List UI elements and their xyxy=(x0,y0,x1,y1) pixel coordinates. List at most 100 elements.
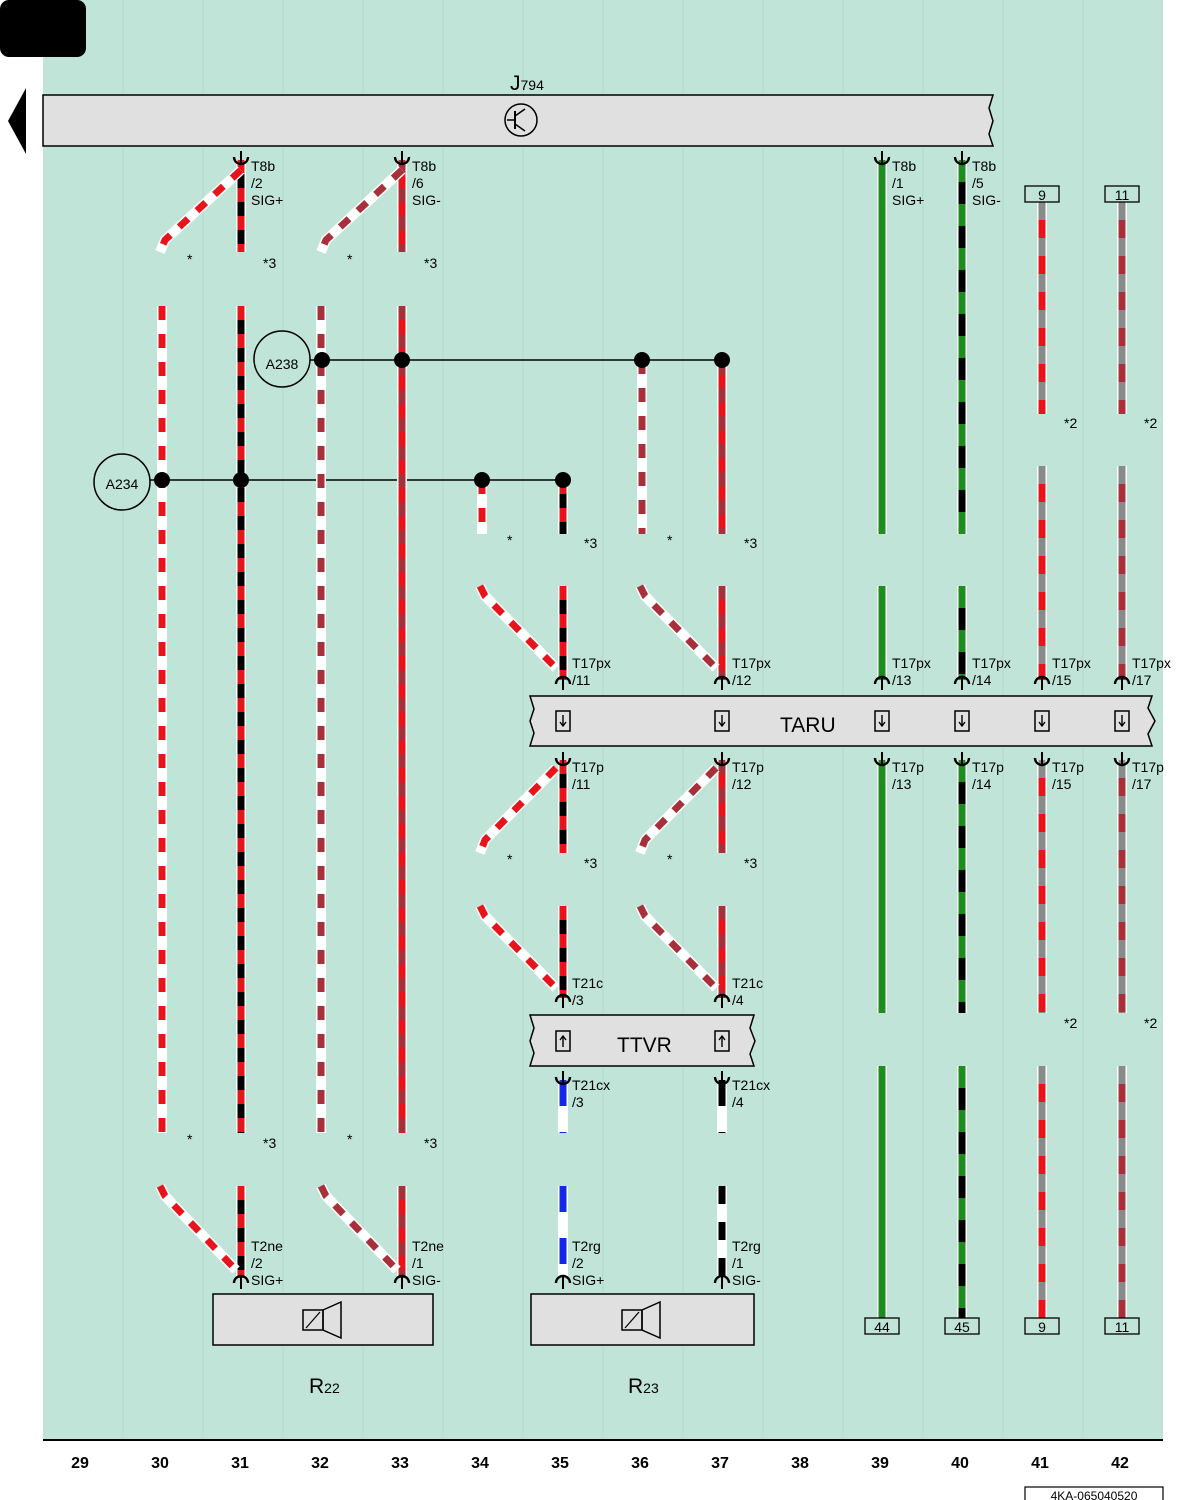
wire-note: * xyxy=(667,532,673,548)
wire-note: *3 xyxy=(263,1135,276,1151)
pin-connector-icon xyxy=(393,156,411,166)
ref-box[interactable] xyxy=(1104,1317,1140,1335)
pin-label: /12 xyxy=(732,672,752,688)
r23-label: R23 xyxy=(628,1375,659,1398)
column-number: 33 xyxy=(391,1455,409,1472)
pin-label: /13 xyxy=(892,672,912,688)
j794-module[interactable] xyxy=(42,94,995,147)
wire-stripe xyxy=(476,904,559,991)
pin-label: /1 xyxy=(892,175,904,191)
wire-note: *3 xyxy=(424,1135,437,1151)
ref-box[interactable] xyxy=(1024,185,1060,203)
pin-label: /1 xyxy=(412,1255,424,1271)
pin-label: T21c xyxy=(732,975,763,991)
pin-label: /2 xyxy=(251,1255,263,1271)
pin-connector-icon xyxy=(713,993,731,1003)
pin-label: /17 xyxy=(1132,672,1152,688)
splice-point xyxy=(394,352,410,368)
wire-note: * xyxy=(187,1131,193,1147)
pin-label: T8b xyxy=(892,158,916,174)
wire-note: * xyxy=(507,532,513,548)
pin-label: T8b xyxy=(251,158,275,174)
module-sockets xyxy=(555,710,1130,1052)
wire-stripe xyxy=(636,584,719,671)
ref-box[interactable] xyxy=(944,1317,980,1335)
pin-label: T21cx xyxy=(732,1077,770,1093)
splice-point xyxy=(474,472,490,488)
wire-note: *3 xyxy=(584,855,597,871)
splice-point xyxy=(233,472,249,488)
pin-connector-icon xyxy=(873,156,891,166)
speaker-icon xyxy=(302,1300,342,1340)
ref-box-label: 45 xyxy=(954,1319,970,1335)
pin-label: /14 xyxy=(972,776,992,792)
splice-point xyxy=(714,352,730,368)
pin-label: T21c xyxy=(572,975,603,991)
ref-box-label: 44 xyxy=(874,1319,890,1335)
taru-module[interactable] xyxy=(528,695,1156,747)
wire-note: * xyxy=(347,251,353,267)
pin-label: /3 xyxy=(572,992,584,1008)
wire-stripe xyxy=(636,904,719,991)
transistor-icon xyxy=(504,103,538,137)
ref-box[interactable] xyxy=(864,1317,900,1335)
pin-connector-icon xyxy=(1113,675,1131,685)
wire-note: *3 xyxy=(584,535,597,551)
wire-note: *2 xyxy=(1064,1015,1077,1031)
r22-label: R22 xyxy=(309,1375,340,1398)
wire-note: *2 xyxy=(1144,1015,1157,1031)
column-number: 37 xyxy=(711,1455,729,1472)
wires xyxy=(155,160,1127,1318)
splice-points xyxy=(154,352,730,488)
column-number: 41 xyxy=(1031,1455,1049,1472)
wire-note: *3 xyxy=(263,255,276,271)
pin-label: SIG+ xyxy=(892,192,924,208)
pin-label: /11 xyxy=(572,776,591,792)
pin-connector-icon xyxy=(953,675,971,685)
page-back-arrow-icon[interactable] xyxy=(8,88,26,154)
pin-label: /5 xyxy=(972,175,984,191)
pin-label: T17p xyxy=(1132,759,1164,775)
wire-note: *3 xyxy=(424,255,437,271)
pin-label: T17px xyxy=(892,655,931,671)
pin-connector-icon xyxy=(713,757,731,767)
pin-connector-icon xyxy=(1033,757,1051,767)
splice-point xyxy=(154,472,170,488)
socket-arrowhead xyxy=(958,721,966,728)
ref-box-label: 9 xyxy=(1038,1319,1046,1335)
pin-connector-icon xyxy=(1113,757,1131,767)
a234-marker[interactable] xyxy=(93,453,151,511)
pin-label: /4 xyxy=(732,1094,744,1110)
pin-label: T17px xyxy=(732,655,771,671)
wire-note: *3 xyxy=(744,855,757,871)
a238-marker[interactable] xyxy=(253,330,311,388)
pin-label: T17p xyxy=(1052,759,1084,775)
ref-box-label: 11 xyxy=(1115,187,1130,203)
pin-label: T8b xyxy=(412,158,436,174)
ref-box[interactable] xyxy=(1024,1317,1060,1335)
ref-box[interactable] xyxy=(1104,185,1140,203)
r23-speaker-module[interactable] xyxy=(530,1293,755,1346)
wire-note: * xyxy=(347,1131,353,1147)
wire-note: *2 xyxy=(1144,415,1157,431)
drawing-ref-box xyxy=(1024,1486,1164,1500)
pin-connector-icon xyxy=(953,757,971,767)
ref-box-label: 11 xyxy=(1115,1319,1130,1335)
pin-label: /15 xyxy=(1052,776,1072,792)
pin-label: T17p xyxy=(732,759,764,775)
pin-label: /13 xyxy=(892,776,912,792)
wire-stripe xyxy=(636,765,719,855)
socket-arrowhead xyxy=(718,721,726,728)
pin-label: T17px xyxy=(1052,655,1091,671)
pin-label: /3 xyxy=(572,1094,584,1110)
ttvr-module[interactable] xyxy=(528,1014,756,1067)
column-number: 32 xyxy=(311,1455,329,1472)
pin-label: /14 xyxy=(972,672,992,688)
pin-connector-icon xyxy=(713,1274,731,1284)
socket-arrowhead xyxy=(878,721,886,728)
pin-connector-icon xyxy=(713,1076,731,1086)
pin-label: T2rg xyxy=(572,1238,601,1254)
a238-label: A238 xyxy=(266,356,299,372)
ref-box-label: 9 xyxy=(1038,187,1046,203)
